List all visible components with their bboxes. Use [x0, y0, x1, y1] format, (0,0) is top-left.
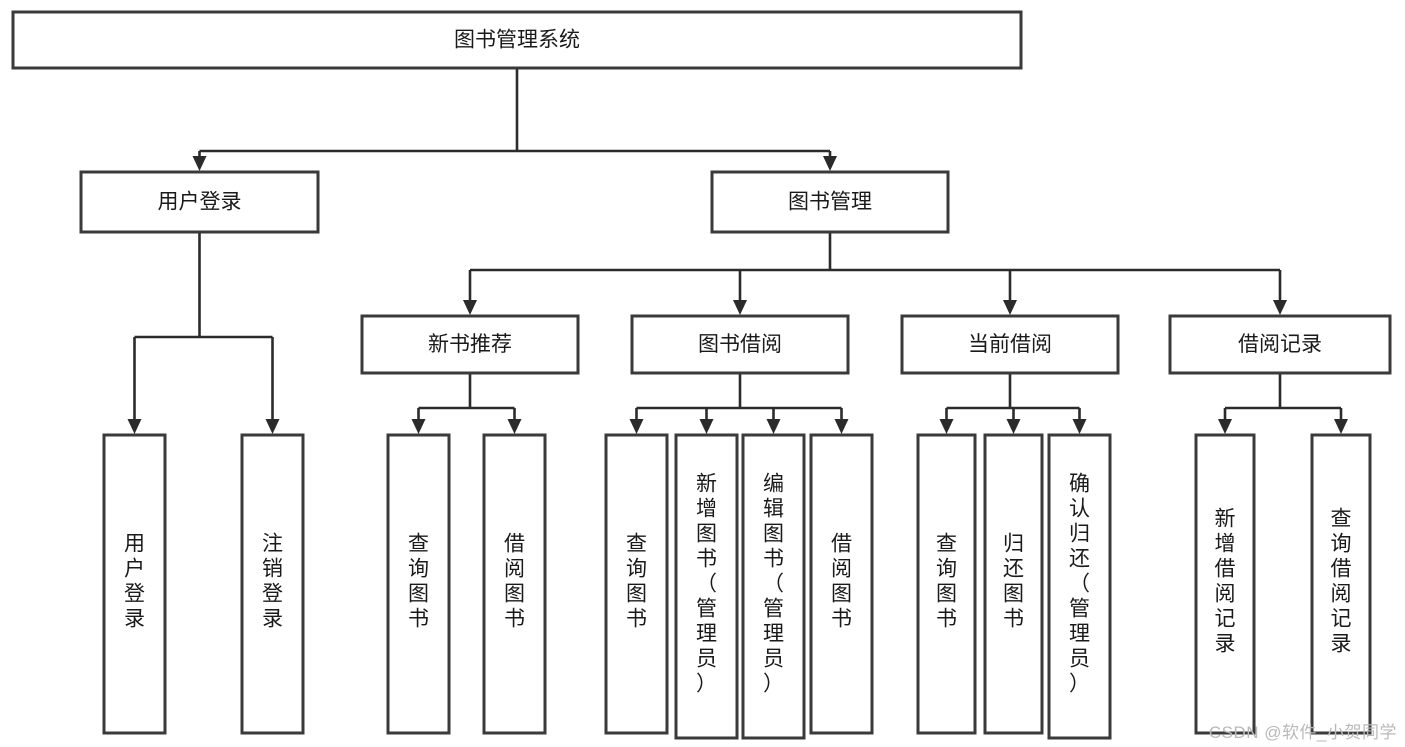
- arrow-head-icon: [1334, 419, 1348, 434]
- node-label-leaf-query-record: 查询借阅记录: [1331, 508, 1352, 656]
- node-borrow-record[interactable]: 借阅记录: [1168, 314, 1392, 375]
- node-label-leaf-query-book-2: 查询图书: [626, 533, 647, 631]
- node-box-leaf-query-record: [1310, 433, 1372, 735]
- arrow-head-icon: [127, 419, 142, 434]
- arrow-head-icon: [265, 419, 280, 434]
- node-box-leaf-edit-book: [741, 433, 806, 740]
- node-box-leaf-user-login: [102, 433, 167, 735]
- node-box-leaf-confirm-return: [1047, 433, 1112, 740]
- arrow-head-icon: [1218, 419, 1232, 434]
- node-new-book-recommend[interactable]: 新书推荐: [360, 314, 580, 375]
- node-label-leaf-logout: 注销登录: [262, 533, 283, 631]
- arrow-head-icon: [1003, 300, 1017, 315]
- arrow-head-icon: [733, 300, 747, 315]
- node-leaf-query-record[interactable]: 查询借阅记录: [1310, 433, 1372, 735]
- node-box-leaf-borrow-book-1: [482, 433, 547, 735]
- node-book-manage[interactable]: 图书管理: [710, 170, 950, 234]
- arrow-head-icon: [1006, 419, 1021, 434]
- arrow-head-icon: [192, 156, 207, 171]
- node-current-borrow[interactable]: 当前借阅: [900, 314, 1120, 375]
- node-leaf-user-login[interactable]: 用户登录: [102, 433, 167, 735]
- arrow-head-icon: [411, 419, 426, 434]
- node-box-current-borrow: [900, 314, 1120, 375]
- node-label-leaf-borrow-book-1: 借阅图书: [504, 533, 525, 631]
- node-label-leaf-add-book: 新增图书（管理员）: [696, 473, 717, 696]
- node-label-leaf-query-book-3: 查询图书: [936, 533, 957, 631]
- arrow-head-icon: [766, 419, 781, 434]
- node-leaf-confirm-return[interactable]: 确认归还（管理员）: [1047, 433, 1112, 740]
- node-label-leaf-edit-book: 编辑图书（管理员）: [763, 473, 784, 696]
- arrow-head-icon: [507, 419, 522, 434]
- arrow-head-icon: [1273, 300, 1287, 315]
- node-box-leaf-return-book: [983, 433, 1044, 735]
- arrow-head-icon: [834, 419, 849, 434]
- arrow-head-icon: [699, 419, 714, 434]
- arrow-head-icon: [463, 300, 477, 315]
- node-label-leaf-confirm-return: 确认归还（管理员）: [1069, 473, 1090, 696]
- node-leaf-query-book-3[interactable]: 查询图书: [916, 433, 977, 735]
- node-box-user-login: [79, 170, 320, 234]
- arrow-head-icon: [939, 419, 954, 434]
- node-box-leaf-query-book-1: [386, 433, 451, 735]
- node-leaf-add-record[interactable]: 新增借阅记录: [1194, 433, 1256, 735]
- node-label-user-login: 用户登录: [158, 191, 242, 214]
- node-box-leaf-add-record: [1194, 433, 1256, 735]
- node-leaf-return-book[interactable]: 归还图书: [983, 433, 1044, 735]
- node-label-root: 图书管理系统: [454, 29, 580, 52]
- arrow-head-icon: [1072, 419, 1087, 434]
- node-root[interactable]: 图书管理系统: [11, 10, 1023, 70]
- node-box-leaf-query-book-3: [916, 433, 977, 735]
- node-box-new-book-recommend: [360, 314, 580, 375]
- node-box-leaf-query-book-2: [604, 433, 669, 735]
- node-layer: 图书管理系统用户登录图书管理新书推荐图书借阅当前借阅借阅记录用户登录注销登录查询…: [11, 10, 1392, 740]
- connector-layer: [127, 68, 1348, 434]
- node-label-leaf-borrow-book-2: 借阅图书: [831, 533, 852, 631]
- node-leaf-add-book[interactable]: 新增图书（管理员）: [674, 433, 739, 740]
- node-leaf-query-book-2[interactable]: 查询图书: [604, 433, 669, 735]
- node-label-leaf-return-book: 归还图书: [1003, 533, 1024, 631]
- node-label-leaf-add-record: 新增借阅记录: [1215, 508, 1236, 656]
- node-leaf-edit-book[interactable]: 编辑图书（管理员）: [741, 433, 806, 740]
- node-leaf-logout[interactable]: 注销登录: [240, 433, 305, 735]
- node-box-root: [11, 10, 1023, 70]
- node-user-login[interactable]: 用户登录: [79, 170, 320, 234]
- node-book-borrow[interactable]: 图书借阅: [630, 314, 850, 375]
- arrow-head-icon: [823, 156, 837, 171]
- node-box-borrow-record: [1168, 314, 1392, 375]
- node-box-leaf-borrow-book-2: [809, 433, 874, 735]
- node-leaf-borrow-book-2[interactable]: 借阅图书: [809, 433, 874, 735]
- node-box-book-manage: [710, 170, 950, 234]
- node-leaf-query-book-1[interactable]: 查询图书: [386, 433, 451, 735]
- node-label-current-borrow: 当前借阅: [968, 333, 1052, 356]
- node-label-leaf-query-book-1: 查询图书: [408, 533, 429, 631]
- arrow-head-icon: [629, 419, 644, 434]
- node-leaf-borrow-book-1[interactable]: 借阅图书: [482, 433, 547, 735]
- node-label-book-borrow: 图书借阅: [698, 333, 782, 356]
- node-label-book-manage: 图书管理: [788, 191, 872, 214]
- node-label-new-book-recommend: 新书推荐: [428, 333, 512, 356]
- node-box-book-borrow: [630, 314, 850, 375]
- node-label-borrow-record: 借阅记录: [1238, 333, 1322, 356]
- node-box-leaf-logout: [240, 433, 305, 735]
- node-label-leaf-user-login: 用户登录: [124, 533, 145, 631]
- node-box-leaf-add-book: [674, 433, 739, 740]
